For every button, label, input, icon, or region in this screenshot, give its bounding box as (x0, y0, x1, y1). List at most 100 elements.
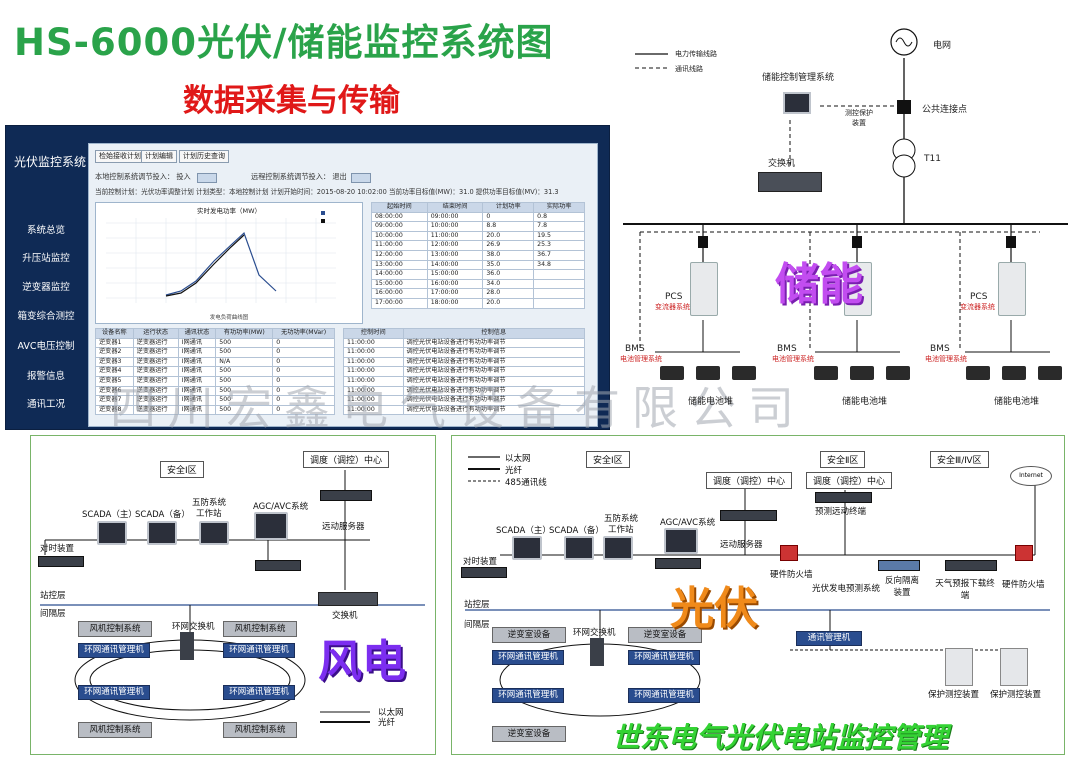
protection-device-icon (945, 648, 973, 686)
subtitle: 数据采集与传输 (183, 83, 400, 119)
switch-icon (758, 172, 822, 192)
wind-big-label: 风电 (318, 636, 406, 687)
menu-item-comm-status[interactable]: 通讯工况 (26, 399, 65, 410)
ring-comm-box: 环网通讯管理机 (223, 685, 295, 700)
pv-zone2-label: 安全Ⅱ区 (820, 451, 866, 468)
wind-legend-fiber: 光纤 (378, 718, 396, 728)
ring-switch-icon (180, 632, 194, 660)
battery-icon (814, 366, 838, 380)
pcs-cabinet-icon (690, 262, 718, 316)
start-receive-button[interactable]: 检始接收计划 (95, 150, 145, 163)
power-chart-svg (106, 211, 336, 303)
wind-legend-eth: 以太网 (378, 708, 404, 718)
pv-scada-backup-computer-icon (564, 536, 594, 560)
pv-forecast-terminal-label: 预测远动终端 (815, 507, 867, 517)
fan-ctrl-box: 风机控制系统 (78, 621, 152, 637)
comm-mgr-box: 通讯管理机 (796, 631, 862, 646)
pcs-label: PCS (970, 292, 988, 302)
wind-remote-server-label: 远动服务器 (322, 522, 365, 532)
fan-ctrl-box: 风机控制系统 (78, 722, 152, 738)
wind-dispatch-label: 调度（调控）中心 (303, 451, 390, 468)
pcs-sub-label: 变流器系统 (960, 303, 995, 311)
plan-power-line (165, 231, 277, 296)
pv-reverse-iso-label: 反向隔离装置 (884, 576, 919, 598)
chart-title: 实时发电功率（MW） (196, 207, 262, 215)
remote-control-status: 远程控制系统调节投入： 退出 (251, 172, 347, 181)
pv-weather-terminal-label: 天气预报下载终端 (935, 579, 995, 601)
wind-five-defense-label: 五防系统 (192, 498, 227, 508)
battery-icon (966, 366, 990, 380)
local-control-status: 本地控制系统调节投入： 投入 (95, 172, 191, 181)
pv-ring-comm-box: 环网通讯管理机 (492, 688, 564, 703)
bms-sub-label: 电池管理系统 (620, 355, 662, 363)
pv-station-layer-label: 站控层 (464, 600, 490, 610)
menu-item-box-transformer[interactable]: 箱变综合测控 (17, 311, 75, 322)
five-defense-computer-icon (199, 521, 229, 545)
wind-station-layer-label: 站控层 (40, 591, 66, 601)
agc-device-icon (255, 560, 301, 571)
menu-item-inverter[interactable]: 逆变器监控 (22, 282, 70, 293)
inverter-room-box: 逆变室设备 (628, 627, 702, 643)
battery-icon (850, 366, 874, 380)
wind-switch-icon (318, 592, 378, 606)
switch-label: 交换机 (768, 159, 796, 169)
pv-scada-main-label: SCADA（主） (496, 526, 551, 536)
wind-zone1-label: 安全Ⅰ区 (160, 461, 204, 478)
pv-ring-switch-icon (590, 638, 604, 666)
pv-agc-device-icon (655, 558, 701, 569)
reverse-iso-device-icon (878, 560, 920, 571)
menu-item-avc[interactable]: AVC电压控制 (17, 341, 75, 352)
bms-sub-label: 电池管理系统 (772, 355, 814, 363)
pcc-label: 公共连接点 (922, 105, 968, 115)
grid-label: 电网 (933, 41, 952, 51)
pv-ring-comm-box: 环网通讯管理机 (628, 650, 700, 665)
actual-power-line (165, 234, 245, 297)
battery-icon (1002, 366, 1026, 380)
menu-item-alarm[interactable]: 报警信息 (26, 371, 65, 382)
pv-legend-485: 485通讯线 (505, 478, 547, 488)
battery-icon (696, 366, 720, 380)
plan-history-button[interactable]: 计划历史查询 (179, 150, 229, 163)
menu-item-overview[interactable]: 系统总览 (26, 225, 65, 236)
pv-dispatch2-label: 调度（调控）中心 (806, 472, 893, 489)
wind-scada-backup-label: SCADA（备） (135, 510, 190, 520)
company-watermark: 四川宏鑫电气设备有限公司 (110, 381, 806, 435)
pcs-cabinet-icon (998, 262, 1026, 316)
pv-remote-server-icon (720, 510, 777, 521)
pv-legend-eth: 以太网 (505, 454, 531, 464)
chart-caption: 发电负荷曲线图 (209, 315, 249, 321)
relay-label: 测控保护装置 (845, 109, 873, 127)
pv-remote-server-label: 远动服务器 (720, 540, 763, 550)
scada-backup-computer-icon (147, 521, 177, 545)
pv-time-sync-label: 对时装置 (463, 557, 498, 567)
battery-icon (660, 366, 684, 380)
pv-protection-label: 保护测控装置 (928, 690, 980, 700)
battery-stack-label: 储能电池堆 (688, 397, 734, 407)
wind-time-sync-label: 对时装置 (40, 544, 75, 554)
menu-item-substation[interactable]: 升压站监控 (22, 253, 70, 264)
plan-edit-button[interactable]: 计划编辑 (141, 150, 177, 163)
storage-mgmt-label: 储能控制管理系统 (762, 73, 835, 83)
pv-protection-label: 保护测控装置 (990, 690, 1042, 700)
forecast-terminal-icon (815, 492, 872, 503)
ring-comm-box: 环网通讯管理机 (78, 643, 150, 658)
scada-screenshot: 光伏监控系统 系统总览 升压站监控 逆变器监控 箱变综合测控 AVC电压控制 报… (5, 125, 610, 430)
plan-info-line: 当前控制计划：光伏功率调整计划 计划类型：本地控制计划 计划开始时间：2015-… (95, 188, 559, 196)
battery-stack-label: 储能电池堆 (842, 397, 888, 407)
pv-workstation-label: 工作站 (608, 525, 634, 535)
weather-terminal-icon (945, 560, 997, 571)
inverter-room-box: 逆变室设备 (492, 627, 566, 643)
firewall-icon (780, 545, 798, 561)
pv-agc-computer-icon (664, 528, 698, 554)
scada-main-panel: 检始接收计划 计划编辑 计划历史查询 本地控制系统调节投入： 投入 远程控制系统… (88, 143, 598, 427)
pv-scada-backup-label: SCADA（备） (549, 526, 604, 536)
local-toggle-button[interactable] (197, 173, 217, 183)
bms-label: BMS (777, 344, 797, 354)
internet-cloud-icon: Internet (1010, 466, 1052, 486)
remote-toggle-button[interactable] (351, 173, 371, 183)
